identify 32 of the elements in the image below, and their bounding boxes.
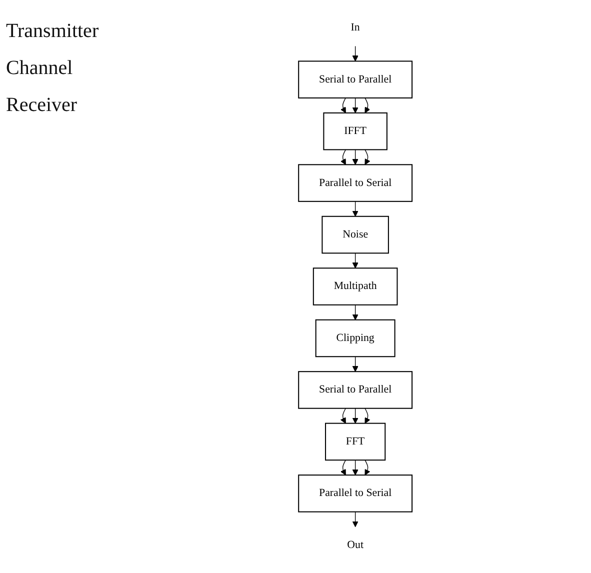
arrow <box>352 408 358 424</box>
section-heading: Channel <box>6 57 74 80</box>
arrow <box>340 460 346 476</box>
arrow <box>352 252 358 268</box>
arrow <box>352 149 358 165</box>
arrow <box>352 98 358 114</box>
arrow <box>352 511 358 528</box>
arrow <box>364 408 370 424</box>
node-box: Multipath <box>313 268 398 306</box>
arrow <box>352 46 358 62</box>
section-heading: Receiver <box>6 94 78 117</box>
node-box: Noise <box>322 216 390 254</box>
arrow <box>340 149 346 165</box>
arrow <box>364 460 370 476</box>
node-box: Serial to Parallel <box>298 60 413 98</box>
node-box: FFT <box>325 422 386 461</box>
arrow <box>340 408 346 424</box>
node-box: Clipping <box>316 319 396 358</box>
node-box: Parallel to Serial <box>298 474 413 512</box>
arrow <box>352 304 358 320</box>
node-text: In <box>350 22 360 34</box>
arrow <box>364 149 370 165</box>
arrow <box>352 460 358 476</box>
arrow <box>364 98 370 114</box>
node-box: Serial to Parallel <box>298 371 413 409</box>
arrow <box>352 356 358 372</box>
node-text: Out <box>347 539 364 551</box>
node-box: IFFT <box>323 112 388 150</box>
section-heading: Transmitter <box>6 20 100 43</box>
arrow <box>352 201 358 217</box>
arrow <box>340 98 346 114</box>
node-box: Parallel to Serial <box>298 164 413 202</box>
